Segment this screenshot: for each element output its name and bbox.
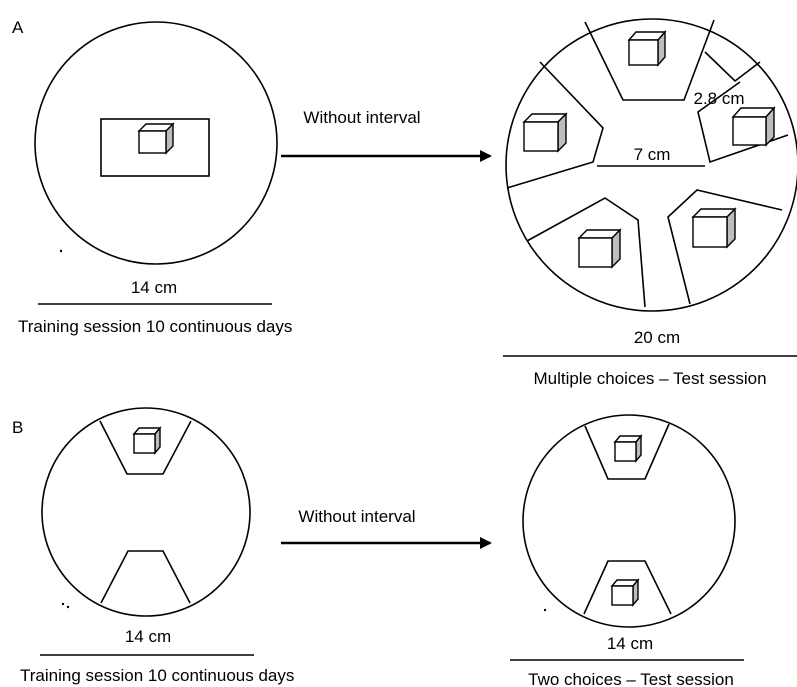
panel-b-training-dim: 14 cm <box>125 627 171 646</box>
panel-a-test-gap-dim: 2.8 cm <box>693 89 744 108</box>
panel-b-label: B <box>12 418 23 437</box>
panel-a-label: A <box>12 18 24 37</box>
cube-icon <box>613 434 643 463</box>
panel-a-arrow-label: Without interval <box>303 108 420 127</box>
compartment-wall <box>584 423 670 480</box>
arena-circle <box>505 18 797 312</box>
speck <box>59 249 63 253</box>
cube-icon <box>577 228 622 269</box>
panel-a-training-dim: 14 cm <box>131 278 177 297</box>
compartment-wall <box>100 550 191 604</box>
panel-a-test-caption: Multiple choices – Test session <box>533 369 766 388</box>
speck <box>61 602 65 606</box>
cube-icon <box>137 122 175 155</box>
panel-b-test-dim: 14 cm <box>607 634 653 653</box>
panel-b-test-caption: Two choices – Test session <box>528 670 734 687</box>
speck <box>543 608 547 612</box>
panel-b-test-arena <box>522 414 736 628</box>
panel-b-training-caption: Training session 10 continuous days <box>20 666 294 685</box>
panel-a-test-arena <box>505 18 797 312</box>
compartment-wall <box>584 19 715 101</box>
cube-icon <box>691 207 737 249</box>
cube-icon <box>522 112 568 153</box>
compartment-wall <box>583 560 672 615</box>
compartment-wall <box>704 51 761 83</box>
compartment-wall <box>697 81 789 164</box>
panel-a-training-arena <box>34 21 278 265</box>
start-box <box>100 118 210 177</box>
panel-a-test-dim: 20 cm <box>634 328 680 347</box>
speck <box>66 605 70 609</box>
compartment-wall <box>99 420 192 475</box>
compartment-wall <box>526 197 646 308</box>
compartment-wall <box>506 61 604 189</box>
compartment-wall <box>667 189 783 305</box>
cube-icon <box>731 106 776 147</box>
cube-icon <box>610 578 640 607</box>
panel-a-test-inner-dim: 7 cm <box>634 145 671 164</box>
panel-b-training-arena <box>41 407 251 617</box>
cube-icon <box>132 426 162 455</box>
arena-circle <box>41 407 251 617</box>
panel-a-training-caption: Training session 10 continuous days <box>18 317 292 336</box>
arena-circle <box>522 414 736 628</box>
arena-circle <box>34 21 278 265</box>
panel-b-arrow-label: Without interval <box>298 507 415 526</box>
cube-icon <box>627 30 667 67</box>
